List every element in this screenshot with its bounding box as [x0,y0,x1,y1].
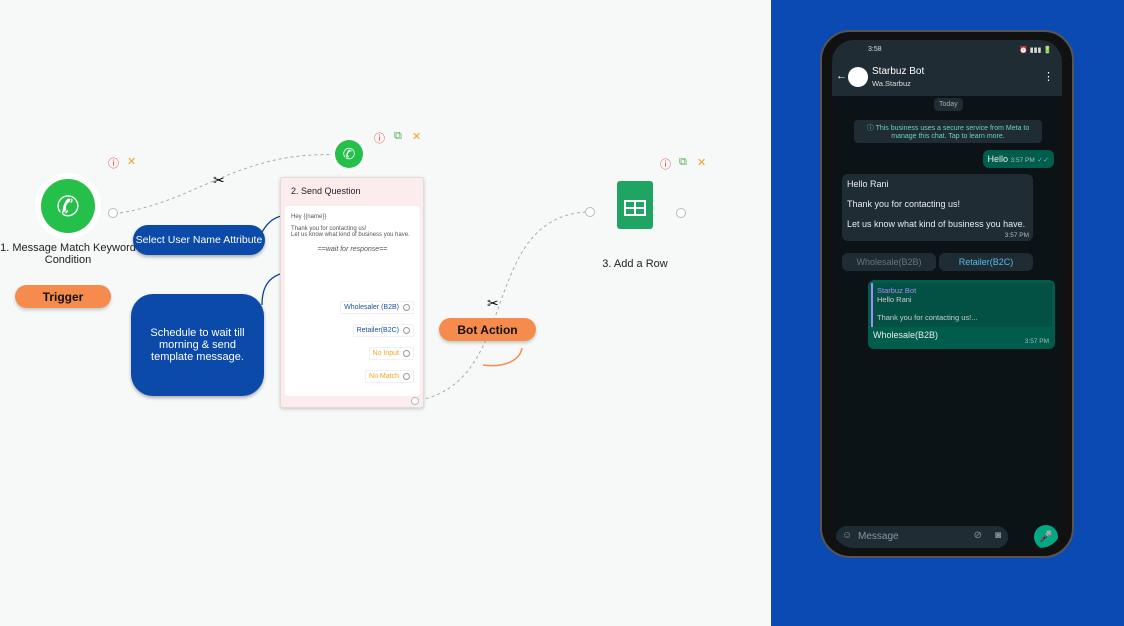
close-icon[interactable]: ✕ [127,156,137,168]
emoji-icon[interactable]: ☺ [842,530,853,541]
message-preview: Hey {{name}} Thank you for contacting us… [285,206,420,396]
camera-icon[interactable]: ◙ [994,530,1001,541]
whatsapp-node-icon[interactable]: ✆ [332,137,366,171]
info-icon[interactable]: ⓘ [108,158,119,170]
connection-lines [119,154,586,401]
option-label: No Input [372,350,399,357]
message-line: Let us know what kind of business you ha… [291,232,410,238]
info-icon[interactable]: ⓘ [374,133,385,145]
tools-icon: ✂ [213,172,225,188]
message-time: 3:57 PM [1010,157,1035,164]
option-port[interactable] [403,350,410,357]
message-text: Hello [987,154,1009,164]
send-question-node[interactable]: 2. Send Question Hey {{name}} Thank you … [280,177,424,408]
close-icon[interactable]: ✕ [697,157,707,169]
attribute-annotation: Select User Name Attribute [133,225,265,255]
status-time: 3:58 [868,46,882,53]
reply-message: Starbuz Bot Hello Rani Thank you for con… [868,280,1055,349]
contact-subtitle: Wa.Starbuz [872,79,911,88]
node-1-label: 1. Message Match Keyword Condition [0,242,136,266]
info-icon[interactable]: ⓘ [660,159,671,171]
message-time: 3:57 PM [1024,338,1049,345]
tools-icon: ✂ [487,295,499,311]
more-menu-icon[interactable]: ⋮ [1043,71,1054,83]
node-3-label: 3. Add a Row [602,258,668,270]
option-retailer[interactable]: Retailer(B2C) [352,324,414,337]
message-text: Wholesale(B2B) [873,330,939,340]
node-title: 2. Send Question [291,186,361,196]
message-time: 3:57 PM [1004,232,1029,239]
message-line: Hello Rani [847,179,889,189]
retailer-button[interactable]: Retailer(B2C) [939,253,1033,271]
input-placeholder: Message [858,531,899,542]
quote-name: Starbuz Bot [877,286,917,295]
option-port[interactable] [403,304,410,311]
input-port[interactable] [585,207,595,217]
wholesale-button[interactable]: Wholesale(B2B) [842,253,936,271]
system-message[interactable]: ⓘ This business uses a secure service fr… [854,120,1042,143]
wait-text: ==wait for response== [317,246,388,253]
date-chip: Today [934,98,963,111]
option-port[interactable] [403,373,410,380]
status-icons: ⏰ ▮▮▮ 🔋 [1019,47,1052,54]
message-line: Thank you for contacting us! [847,199,961,209]
option-no-input[interactable]: No Input [368,347,414,360]
option-wholesaler[interactable]: Wholesaler (B2B) [340,301,414,314]
copy-icon[interactable]: ⧉ [394,130,402,142]
message-input[interactable]: ☺ Message ⊘ ◙ [836,526,1008,548]
google-sheets-icon[interactable] [617,181,653,229]
message-line: Let us know what kind of business you ha… [847,219,1026,229]
output-port[interactable] [411,397,419,405]
contact-name[interactable]: Starbuz Bot [872,66,925,77]
phone-mockup: 3:58 ⏰ ▮▮▮ 🔋 ← Starbuz Bot Wa.Starbuz ⋮ … [820,30,1074,558]
trigger-badge: Trigger [15,285,111,308]
output-port[interactable] [676,208,686,218]
quote-line: Hello Rani [877,295,912,304]
greeting-text: Hey {{name}} [291,214,327,220]
option-port[interactable] [403,327,410,334]
outgoing-message: Hello 3:57 PM ✓✓ [982,150,1054,168]
avatar[interactable] [848,67,868,87]
schedule-annotation: Schedule to wait till morning & send tem… [131,294,264,396]
close-icon[interactable]: ✕ [412,131,422,143]
option-label: Retailer(B2C) [356,327,399,334]
read-ticks-icon: ✓✓ [1037,157,1049,164]
message-line: Thank you for contacting us! [291,226,367,232]
whatsapp-trigger-icon[interactable]: ✆ [35,173,101,239]
attach-icon[interactable]: ⊘ [973,530,982,541]
back-arrow-icon[interactable]: ← [836,70,847,82]
whatsapp-screen: 3:58 ⏰ ▮▮▮ 🔋 ← Starbuz Bot Wa.Starbuz ⋮ … [832,40,1062,548]
copy-icon[interactable]: ⧉ [679,156,687,168]
incoming-message: Hello Rani Thank you for contacting us! … [842,174,1033,241]
option-label: Wholesaler (B2B) [344,304,399,311]
output-port[interactable] [108,208,118,218]
system-text: This business uses a secure service from… [875,125,1030,140]
mic-button[interactable]: 🎤 [1034,525,1058,548]
option-no-match[interactable]: No Match [365,370,414,383]
option-label: No Match [369,373,399,380]
quote-line: Thank you for contacting us!... [877,313,978,322]
bot-action-badge: Bot Action [439,318,536,341]
info-icon: ⓘ [866,125,876,132]
